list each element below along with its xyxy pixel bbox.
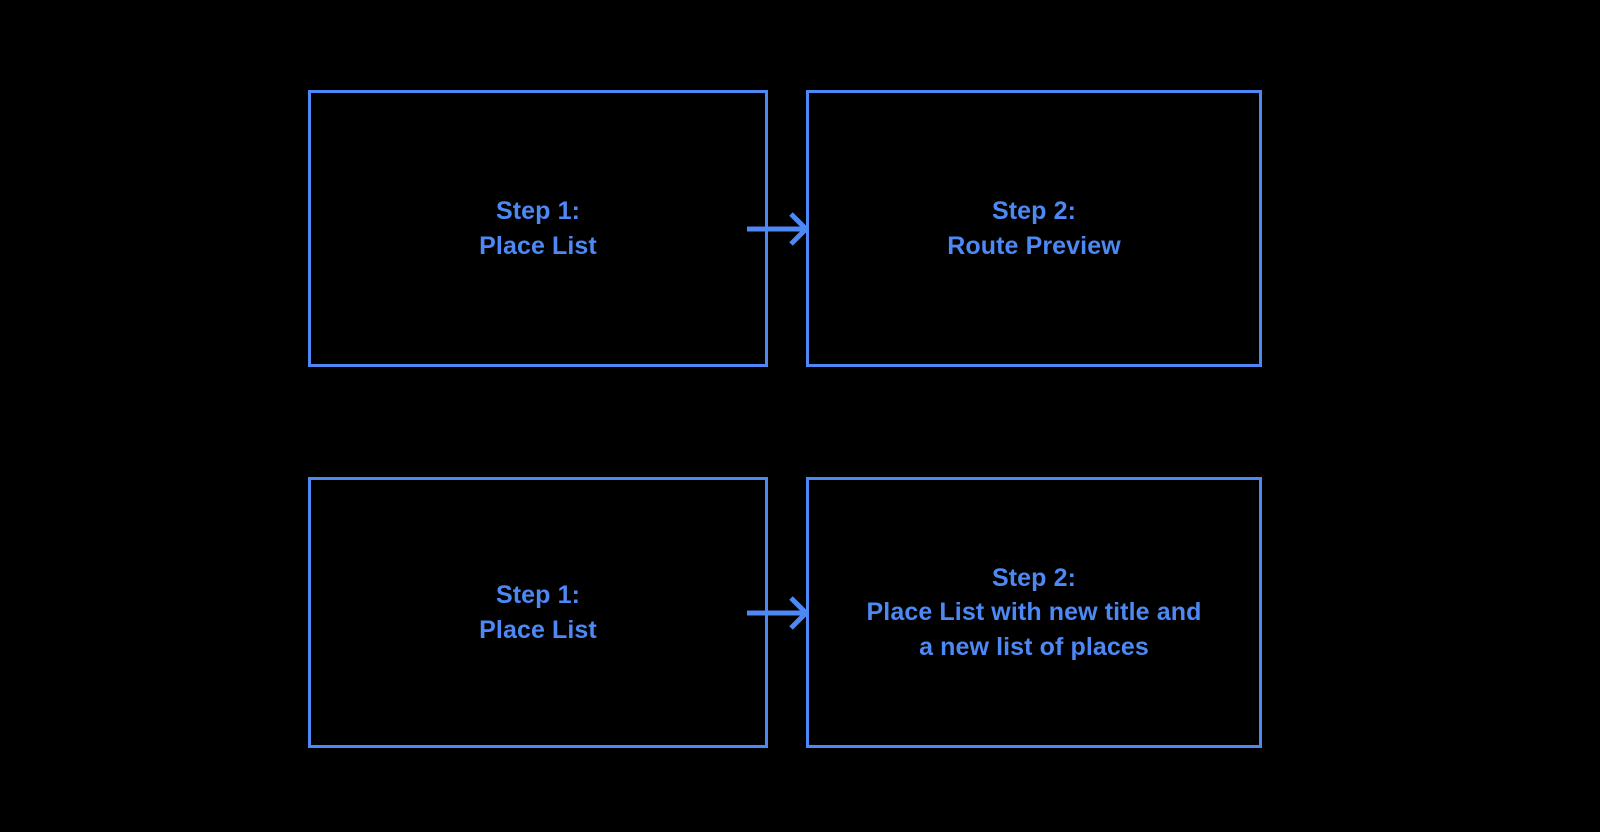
step-box-row2-step2-label: Step 2: Place List with new title and a … (866, 563, 1202, 661)
step-box-row2-step1-label: Step 1: Place List (479, 581, 597, 644)
step-box-row2-step1[interactable]: Step 1: Place List (308, 477, 768, 748)
step-box-row1-step1-label: Step 1: Place List (479, 197, 597, 260)
step-box-row2-step2[interactable]: Step 2: Place List with new title and a … (806, 477, 1262, 748)
flow-row-1: Step 1: Place List Step 2: Route Preview (0, 90, 1600, 367)
step-box-row1-step2[interactable]: Step 2: Route Preview (806, 90, 1262, 367)
step-box-row1-step2-label: Step 2: Route Preview (947, 197, 1121, 260)
flow-row-2: Step 1: Place List Step 2: Place List wi… (0, 477, 1600, 748)
step-box-row1-step1[interactable]: Step 1: Place List (308, 90, 768, 367)
